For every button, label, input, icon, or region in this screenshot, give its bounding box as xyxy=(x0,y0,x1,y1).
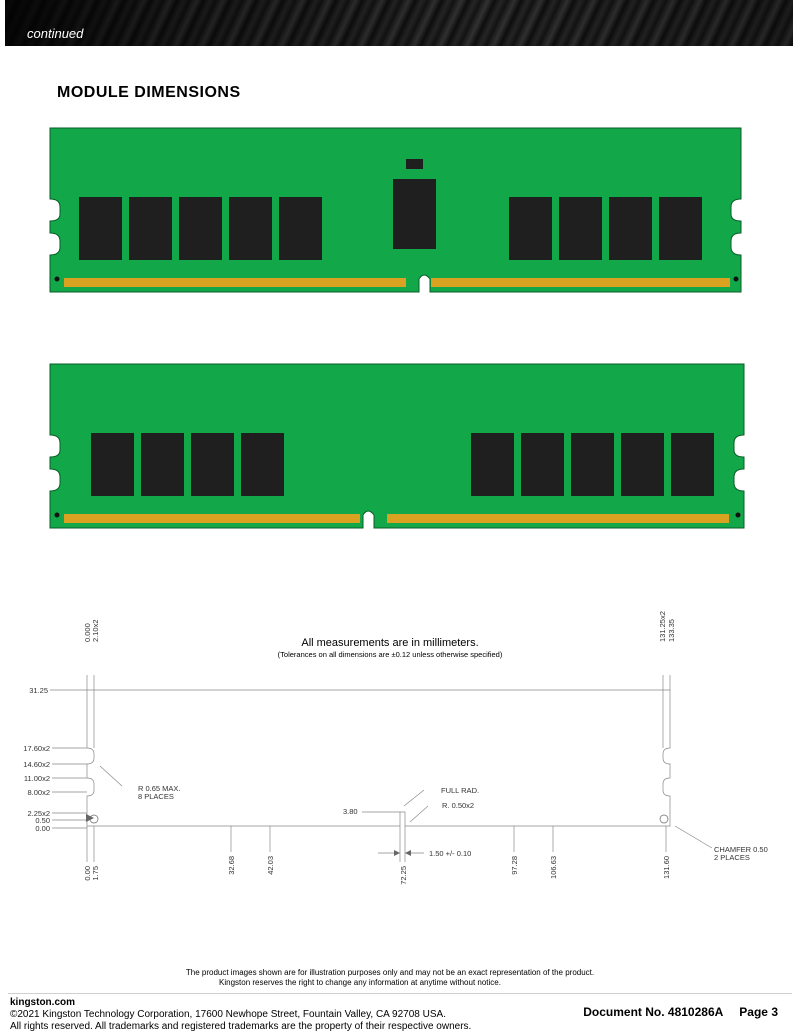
chip xyxy=(241,433,284,496)
note-sub: (Tolerances on all dimensions are ±0.12 … xyxy=(278,650,503,659)
chip xyxy=(471,433,514,496)
chip xyxy=(229,197,272,260)
chip xyxy=(79,197,122,260)
hole-marker-left xyxy=(89,814,99,824)
left-label: 11.00x2 xyxy=(24,774,50,783)
disclaimer: The product images shown are for illustr… xyxy=(0,968,780,988)
footer-rights: All rights reserved. All trademarks and … xyxy=(10,1021,472,1032)
left-label: 0.50 xyxy=(35,816,50,825)
chip xyxy=(141,433,184,496)
callout-chamfer-places: 2 PLACES xyxy=(714,853,750,862)
bottom-label: 1.75 xyxy=(91,866,100,881)
left-label: 8.00x2 xyxy=(27,788,50,797)
top-label: 131.25x2 xyxy=(658,611,667,642)
gold-contacts-left xyxy=(64,514,360,523)
register-chip xyxy=(393,179,436,249)
chip xyxy=(659,197,702,260)
note-main: All measurements are in millimeters. xyxy=(301,637,478,649)
chip xyxy=(279,197,322,260)
disclaimer-line: Kingston reserves the right to change an… xyxy=(219,978,501,987)
hole-marker-right xyxy=(659,814,669,824)
outline xyxy=(86,689,671,827)
mount-hole xyxy=(54,512,60,518)
mount-hole xyxy=(735,512,741,518)
footer-site-link[interactable]: kingston.com xyxy=(10,997,76,1008)
chip xyxy=(559,197,602,260)
chip xyxy=(621,433,664,496)
chip xyxy=(91,433,134,496)
footer-info: kingston.com ©2021 Kingston Technology C… xyxy=(10,997,471,1033)
dimension-drawing: All measurements are in millimeters. (To… xyxy=(23,611,768,885)
page-number: Page 3 xyxy=(739,1005,778,1019)
gold-contacts-right xyxy=(431,278,730,287)
top-label: 2.10x2 xyxy=(91,619,100,642)
chip xyxy=(571,433,614,496)
document-number: Document No. 4810286A xyxy=(583,1005,724,1019)
banner-text: continued xyxy=(27,26,84,41)
callout-chamfer: CHAMFER 0.50 xyxy=(714,845,768,854)
footer-divider xyxy=(8,993,792,994)
left-label: 17.60x2 xyxy=(23,744,50,753)
left-label: 0.00 xyxy=(35,824,50,833)
bottom-label: 32.68 xyxy=(227,856,236,875)
chip xyxy=(509,197,552,260)
chip xyxy=(129,197,172,260)
mount-hole xyxy=(54,276,60,282)
bottom-label: 97.28 xyxy=(510,856,519,875)
callout-radius: R 0.65 MAX. xyxy=(138,784,181,793)
chip xyxy=(609,197,652,260)
header-banner: continued xyxy=(5,0,793,46)
gold-contacts-left xyxy=(64,278,406,287)
chip xyxy=(179,197,222,260)
bottom-label: 0.00 xyxy=(83,866,92,881)
left-label: 31.25 xyxy=(29,686,48,695)
bottom-label: 131.60 xyxy=(662,856,671,879)
chip xyxy=(521,433,564,496)
top-label: 133.35 xyxy=(667,619,676,642)
top-label: 0.000 xyxy=(83,623,92,642)
chip xyxy=(191,433,234,496)
spd-chip xyxy=(406,159,423,169)
left-label: 14.60x2 xyxy=(23,760,50,769)
callout-key-height: 3.80 xyxy=(343,807,358,816)
mount-hole xyxy=(733,276,739,282)
disclaimer-line: The product images shown are for illustr… xyxy=(185,968,595,977)
callout-key-width: 1.50 +/- 0.10 xyxy=(429,849,471,858)
callout-full-rad: FULL RAD. xyxy=(441,786,479,795)
module-back-view xyxy=(49,363,745,529)
bottom-label: 72.25 xyxy=(399,866,408,885)
footer-copyright: ©2021 Kingston Technology Corporation, 1… xyxy=(10,1009,446,1020)
module-front-view xyxy=(49,127,742,293)
gold-contacts-right xyxy=(387,514,729,523)
bottom-label: 106.63 xyxy=(549,856,558,879)
section-title: MODULE DIMENSIONS xyxy=(57,84,241,101)
chip xyxy=(671,433,714,496)
bottom-label: 42.03 xyxy=(266,856,275,875)
left-label: 2.25x2 xyxy=(27,809,50,818)
callout-radius-places: 8 PLACES xyxy=(138,792,174,801)
footer-doc-info: Document No. 4810286A Page 3 xyxy=(567,1005,778,1019)
callout-r050: R. 0.50x2 xyxy=(442,801,474,810)
